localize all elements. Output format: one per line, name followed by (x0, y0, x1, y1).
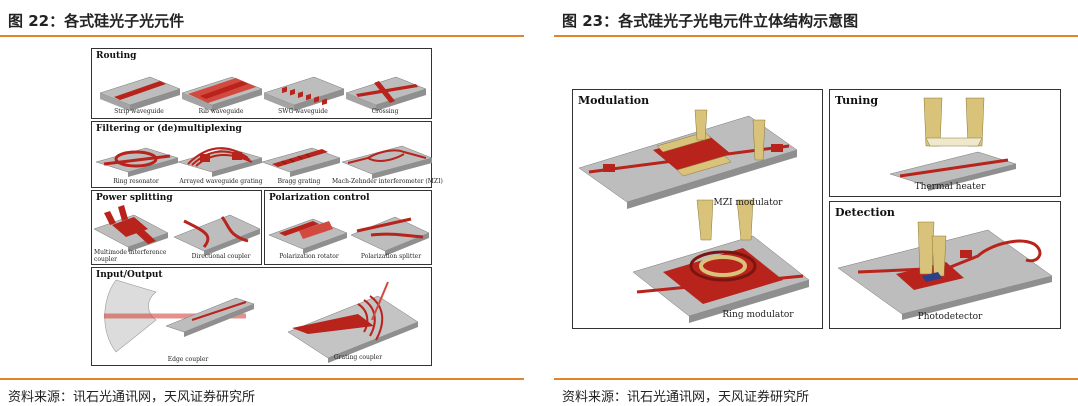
panel-title: Polarization control (269, 193, 370, 203)
caption: Thermal heater (914, 182, 986, 192)
caption: Rib waveguide (198, 108, 244, 115)
figure-22: 图 22：各式硅光子光元件 Routing (0, 0, 524, 406)
caption: Crossing (371, 108, 399, 115)
panel-power-splitting: Power splitting Multimode interference c… (91, 190, 262, 265)
panel-title: Input/Output (96, 270, 163, 280)
tuning-illustrations (889, 97, 1017, 191)
panel-title: Detection (835, 206, 895, 219)
title-rule (554, 35, 1078, 37)
panel-title: Filtering or (de)multiplexing (96, 124, 242, 134)
routing-illustrations (99, 76, 427, 111)
panel-detection: Detection Photodetector (829, 201, 1061, 329)
modulation-illustrations (578, 109, 810, 323)
figure-title: 图 22：各式硅光子光元件 (8, 12, 185, 30)
filtering-illustrations (95, 145, 433, 179)
figure-source: 资料来源：讯石光通讯网，天风证券研究所 (8, 390, 256, 405)
caption: Arrayed waveguide grating (179, 178, 263, 185)
source-rule (554, 378, 1078, 380)
source-rule (0, 378, 524, 380)
caption: MZI modulator (713, 198, 783, 208)
caption: Polarization rotator (279, 253, 339, 260)
caption: Multimode interference coupler (94, 249, 167, 263)
caption: Edge coupler (167, 356, 209, 363)
panel-modulation: Modulation (572, 89, 823, 329)
caption: Strip waveguide (114, 108, 164, 115)
caption: Ring modulator (722, 310, 794, 320)
panel-title: Tuning (835, 94, 879, 107)
panel-routing: Routing (91, 48, 432, 119)
detection-illustrations (837, 221, 1053, 320)
figure-title: 图 23：各式硅光子光电元件立体结构示意图 (562, 12, 859, 30)
panel-polarization-control: Polarization control Polarization rotato… (264, 190, 432, 265)
panel-tuning: Tuning Thermal heater (829, 89, 1061, 197)
caption: Polarization splitter (360, 253, 422, 260)
io-illustrations (104, 279, 419, 363)
caption: Ring resonator (113, 178, 159, 185)
figure-source: 资料来源：讯石光通讯网，天风证券研究所 (562, 390, 810, 405)
caption: Directional coupler (191, 253, 251, 260)
polarization-illustrations (268, 216, 430, 256)
title-rule (0, 35, 524, 37)
caption: Grating coupler (333, 354, 383, 361)
figure-23: 图 23：各式硅光子光电元件立体结构示意图 Modulation (554, 0, 1078, 406)
panel-input-output: Input/Output Edge coupler Grating couple… (91, 267, 432, 366)
power-splitting-illustrations (93, 205, 261, 256)
caption: Mach-Zehnder interferometer (MZI) (332, 178, 443, 185)
panel-filtering: Filtering or (de)multiplexing (91, 121, 443, 188)
panel-title: Routing (96, 51, 137, 61)
caption: Photodetector (917, 312, 983, 322)
caption: Bragg grating (277, 178, 321, 185)
caption: SWG waveguide (278, 108, 328, 115)
panel-title: Modulation (578, 94, 650, 107)
panel-title: Power splitting (96, 193, 173, 203)
